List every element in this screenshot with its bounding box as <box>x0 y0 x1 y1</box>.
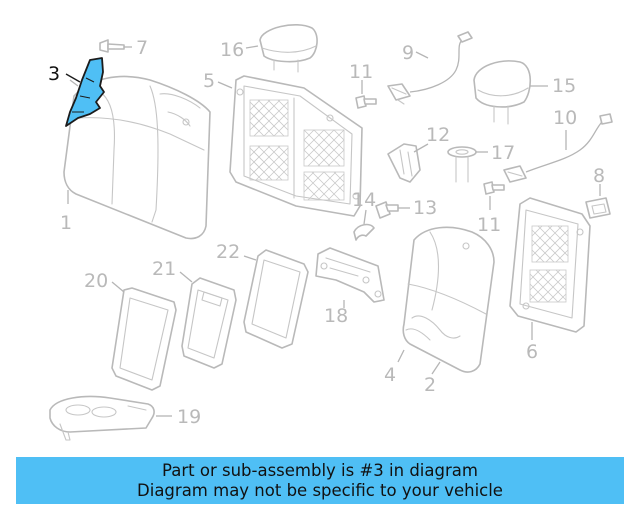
part-13-bolt <box>375 201 399 219</box>
callout-2: 2 <box>424 374 436 396</box>
callout-14: 14 <box>352 189 376 211</box>
callout-4: 4 <box>384 364 396 386</box>
callout-11-lower: 11 <box>477 214 501 236</box>
part-19-armrest <box>49 395 155 441</box>
part-16-headrest <box>259 24 318 73</box>
part-20-armrest-panel <box>111 287 177 391</box>
part-14-hook <box>353 223 375 241</box>
callout-10: 10 <box>553 107 577 129</box>
part-17-grommet <box>447 146 477 183</box>
callout-13: 13 <box>413 197 437 219</box>
callout-16: 16 <box>220 39 244 61</box>
part-6-seatback-frame-right <box>509 197 591 333</box>
callout-19: 19 <box>177 406 201 428</box>
callout-8: 8 <box>593 165 605 187</box>
callout-22: 22 <box>216 241 240 263</box>
banner-line-disclaimer: Diagram may not be specific to your vehi… <box>137 480 503 500</box>
part-21-armrest-bezel <box>181 277 237 369</box>
part-3-highlighted-trim[interactable] <box>65 57 105 127</box>
part-18-bracket <box>315 247 385 303</box>
callout-1: 1 <box>60 212 72 234</box>
banner-line-part: Part or sub-assembly is #3 in diagram <box>162 460 478 480</box>
callout-6: 6 <box>526 341 538 363</box>
callout-15: 15 <box>552 75 576 97</box>
part-1-seatback-cushion <box>63 75 211 240</box>
callout-9: 9 <box>402 42 414 64</box>
callout-12: 12 <box>426 124 450 146</box>
callout-17: 17 <box>491 142 515 164</box>
part-11-bolt-lower <box>483 181 505 195</box>
part-8-plate <box>585 197 611 219</box>
callout-3-leader <box>65 73 81 83</box>
part-9-release-cable <box>387 31 473 105</box>
callout-11-upper: 11 <box>349 61 373 83</box>
part-5-seatback-frame <box>229 75 363 217</box>
part-12-bracket <box>387 143 421 183</box>
callout-20: 20 <box>84 270 108 292</box>
leader-lines <box>67 45 601 417</box>
part-15-headrest <box>473 60 532 125</box>
info-banner: Part or sub-assembly is #3 in diagram Di… <box>16 457 624 504</box>
callout-3[interactable]: 3 <box>48 63 60 85</box>
part-10-release-cable <box>503 113 613 183</box>
part-11-bolt-upper <box>355 95 377 109</box>
part-7-clip <box>99 39 125 53</box>
part-22-panel <box>243 249 309 349</box>
parts-diagram: 1 2 3 4 5 6 7 8 9 10 11 11 12 13 14 15 1… <box>48 24 613 441</box>
callouts: 1 2 3 4 5 6 7 8 9 10 11 11 12 13 14 15 1… <box>48 37 605 428</box>
callout-7: 7 <box>136 37 148 59</box>
part-2-seatback-cushion-right <box>402 226 495 373</box>
callout-21: 21 <box>152 258 176 280</box>
callout-18: 18 <box>324 305 348 327</box>
callout-5: 5 <box>203 70 215 92</box>
